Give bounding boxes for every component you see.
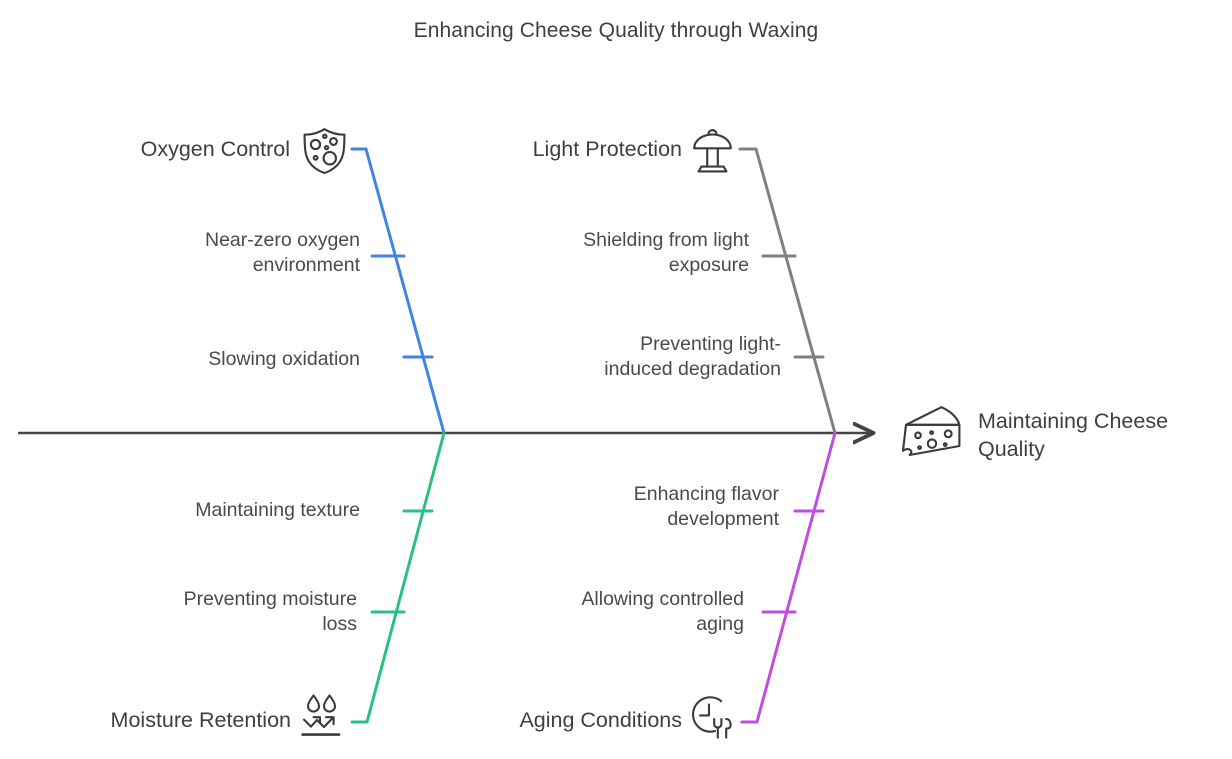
water-repellent-icon	[301, 694, 341, 736]
category-label-light-protection[interactable]: Light Protection	[532, 137, 682, 161]
clock-cutlery-icon	[692, 696, 732, 739]
cheese-wedge-icon	[901, 406, 961, 457]
category-label-moisture-retention[interactable]: Moisture Retention	[110, 708, 291, 732]
page-title: Enhancing Cheese Quality through Waxing	[413, 19, 819, 42]
branch-line-moisture-retention	[350, 431, 446, 724]
branch-line-oxygen-control	[350, 147, 446, 435]
category-label-oxygen-control[interactable]: Oxygen Control	[140, 137, 290, 161]
table-lamp-icon	[693, 129, 732, 173]
shield-holes-icon	[303, 128, 346, 174]
cause-label-preventing-light-degradation[interactable]: Preventing light- induced degradation	[604, 333, 781, 380]
cause-label-allowing-controlled-aging[interactable]: Allowing controlled aging	[581, 588, 744, 635]
cause-label-shielding-from-light[interactable]: Shielding from light exposure	[583, 229, 749, 276]
effect-label[interactable]: Maintaining Cheese Quality	[978, 409, 1169, 461]
cause-label-maintaining-texture[interactable]: Maintaining texture	[195, 499, 360, 521]
cause-label-preventing-moisture-loss[interactable]: Preventing moisture loss	[183, 588, 357, 635]
cause-label-near-zero-oxygen[interactable]: Near-zero oxygen environment	[205, 229, 360, 276]
branch-line-aging-conditions	[740, 431, 837, 724]
category-label-aging-conditions[interactable]: Aging Conditions	[519, 708, 682, 732]
cause-label-enhancing-flavor-development[interactable]: Enhancing flavor development	[633, 483, 779, 530]
cause-label-slowing-oxidation[interactable]: Slowing oxidation	[208, 348, 360, 370]
branch-line-light-protection	[738, 147, 837, 435]
